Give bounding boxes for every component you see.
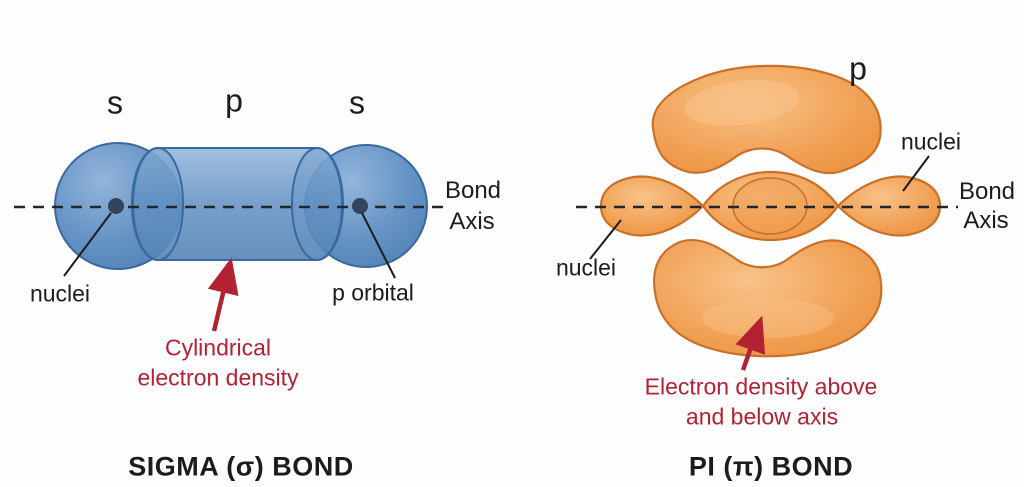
sigma-annotation-line2: electron density	[137, 364, 299, 391]
cylinder-left-cap	[132, 147, 184, 261]
sigma-nuclei-callout-line	[63, 212, 112, 277]
sigma-bond-figure	[14, 142, 444, 332]
pi-nuclei-label-right: nuclei	[900, 128, 962, 155]
pi-bond-title: PI (π) BOND	[688, 451, 854, 482]
sigma-bond-axis-label-line1: Bond	[444, 177, 502, 204]
sigma-bond-title: SIGMA (σ) BOND	[128, 451, 354, 482]
pi-annotation-line1: Electron density above	[644, 373, 878, 400]
pi-annotation-arrow	[735, 315, 766, 371]
pi-annotation-line2: and below axis	[685, 403, 839, 430]
pi-bond-figure	[576, 64, 958, 371]
pi-bond-axis-label-line1: Bond	[958, 178, 1016, 205]
pi-p-label: p	[849, 50, 867, 87]
pi-lower-lobe	[653, 238, 883, 358]
sigma-s-label-right: s	[349, 84, 365, 121]
sigma-nuclei-label: nuclei	[29, 280, 91, 307]
pi-bond-axis-label-line2: Axis	[963, 207, 1009, 234]
sigma-s-label-left: s	[107, 84, 123, 121]
pi-upper-lobe-highlight	[684, 80, 800, 126]
cylinder-right-cap	[291, 147, 343, 261]
sigma-p-label: p	[225, 82, 243, 119]
sigma-p-orbital-label: p orbital	[332, 279, 414, 306]
sigma-p-orbital-callout-line	[361, 212, 396, 279]
sigma-bond-axis-label-line2: Axis	[449, 208, 495, 235]
pi-lower-lobe-highlight	[702, 298, 834, 338]
pi-nuclei-label-left: nuclei	[555, 254, 617, 281]
sigma-annotation-arrow	[207, 257, 239, 332]
sigma-annotation-line1: Cylindrical	[164, 334, 272, 361]
sigma-right-nucleus-dot	[352, 198, 368, 214]
pi-nuclei-right-callout-line	[902, 155, 930, 192]
pi-nuclei-left-callout-line	[589, 219, 622, 260]
sigma-left-nucleus-dot	[108, 198, 124, 214]
